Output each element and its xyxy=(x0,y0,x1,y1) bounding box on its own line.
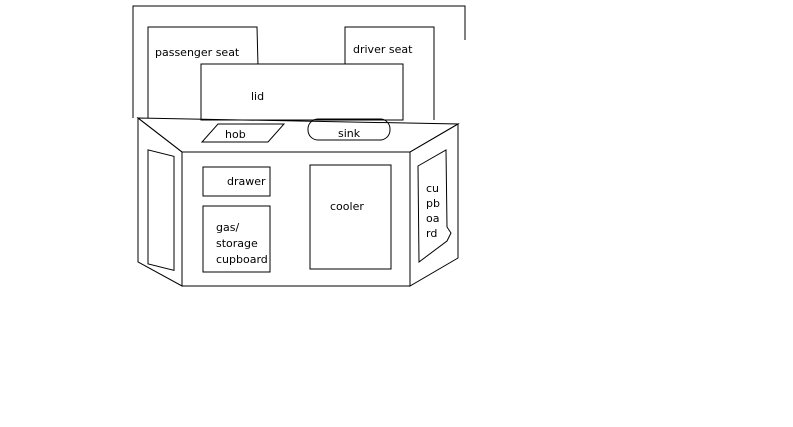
driver-seat-label: driver seat xyxy=(353,43,413,56)
lid-label: lid xyxy=(251,90,264,103)
sink-label: sink xyxy=(338,127,361,140)
left-side-panel xyxy=(147,149,175,272)
side-cupboard-door xyxy=(417,149,452,263)
drawer-label: drawer xyxy=(227,175,266,188)
lid xyxy=(200,63,404,121)
passenger-seat-label: passenger seat xyxy=(155,46,240,59)
left-side-face xyxy=(137,116,183,287)
gas-storage-label-line2: storage xyxy=(216,237,258,250)
gas-storage-cupboard xyxy=(202,205,271,273)
right-side-face xyxy=(409,123,459,287)
passenger-seat-outline xyxy=(147,26,259,118)
side-cupboard-label-line4: rd xyxy=(426,227,437,240)
gas-storage-label-line1: gas/ xyxy=(216,221,239,234)
side-cupboard-label-line2: pb xyxy=(426,197,440,210)
sink xyxy=(307,118,391,141)
cooler-label: cooler xyxy=(330,200,364,213)
worktop xyxy=(136,117,460,153)
gas-storage-label-line3: cupboard xyxy=(216,253,268,266)
driver-seat-outline xyxy=(344,26,435,120)
drawer xyxy=(202,166,271,197)
side-cupboard-label-line1: cu xyxy=(426,182,439,195)
cooler xyxy=(309,164,392,270)
outer-frame xyxy=(132,5,466,118)
hob-label: hob xyxy=(225,128,246,141)
side-cupboard-label-line3: oa xyxy=(426,212,439,225)
hob xyxy=(200,123,286,143)
